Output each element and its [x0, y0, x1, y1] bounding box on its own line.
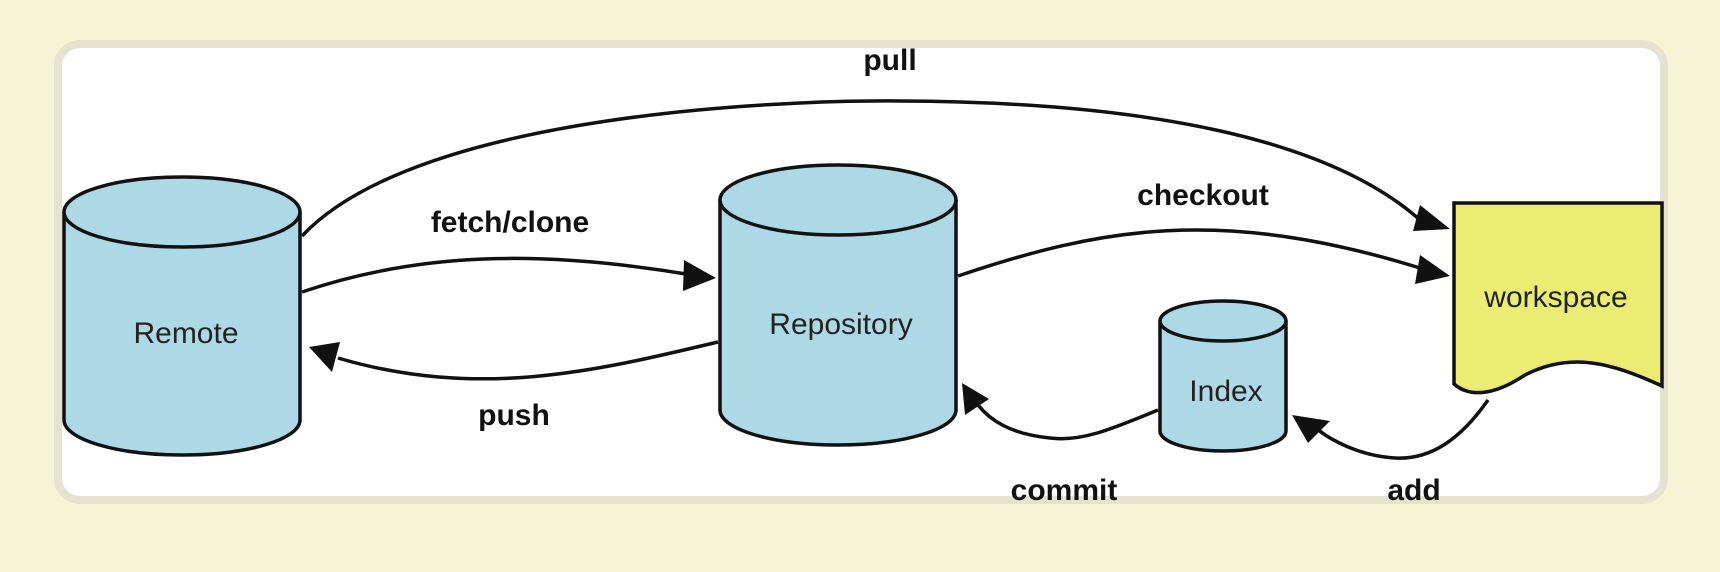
workspace-shape — [1452, 201, 1664, 395]
push-edge: push — [309, 340, 719, 432]
remote-cylinder-top — [62, 175, 302, 249]
workspace-label: workspace — [1483, 281, 1627, 314]
remote-node: Remote — [62, 175, 302, 457]
checkout-label: checkout — [1137, 179, 1269, 212]
workspace-node: workspace — [1452, 201, 1664, 395]
fetch-clone-label: fetch/clone — [431, 206, 589, 239]
push-arrowhead — [309, 342, 340, 372]
repository-cylinder-body — [718, 200, 958, 447]
repository-cylinder-top — [718, 163, 958, 237]
index-cylinder-top — [1158, 299, 1288, 343]
add-edge: add — [1292, 398, 1490, 507]
remote-label: Remote — [133, 317, 238, 350]
fetch-clone-edge: fetch/clone — [301, 206, 716, 294]
index-label: Index — [1189, 375, 1262, 408]
pull-label: pull — [863, 44, 916, 77]
pull-edge: pull — [300, 44, 1450, 238]
index-node: Index — [1158, 299, 1288, 453]
add-arrowhead — [1292, 415, 1330, 443]
pull-arrowhead — [1413, 205, 1450, 231]
checkout-arrowhead — [1415, 255, 1450, 284]
checkout-edge: checkout — [957, 179, 1450, 284]
fetch-clone-arrowhead — [683, 260, 716, 291]
push-label: push — [478, 399, 550, 432]
repository-node: Repository — [718, 163, 958, 447]
commit-label: commit — [1011, 474, 1118, 507]
repository-label: Repository — [769, 308, 912, 341]
commit-arrowhead — [962, 383, 989, 415]
index-cylinder-body — [1158, 321, 1288, 453]
remote-cylinder-body — [62, 212, 302, 457]
add-label: add — [1387, 474, 1440, 507]
commit-edge: commit — [962, 383, 1159, 507]
